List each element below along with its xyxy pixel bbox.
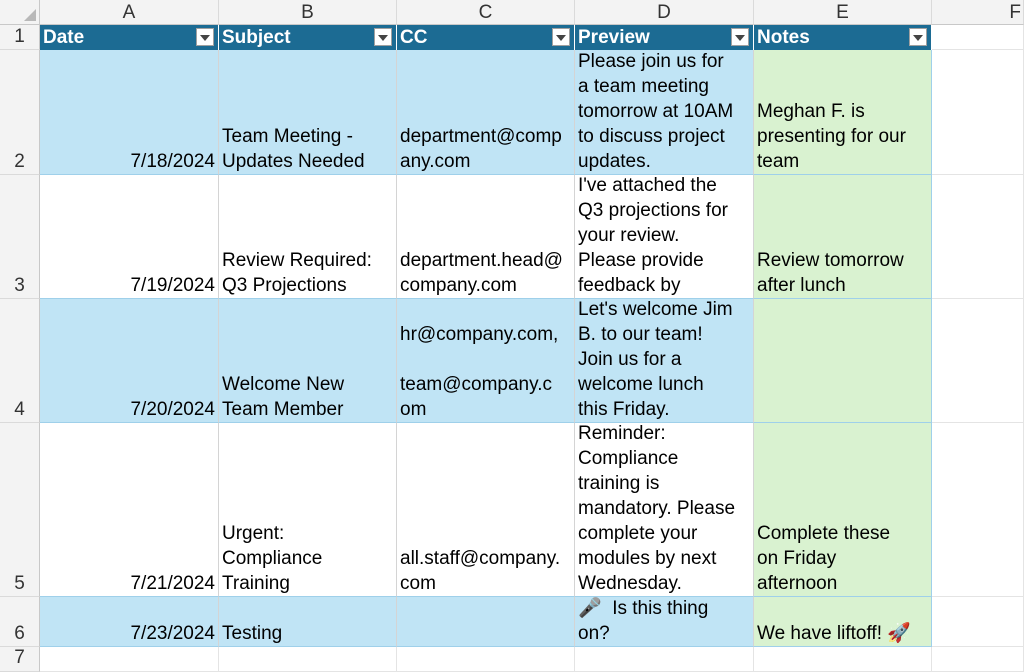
- column-header-a[interactable]: A: [40, 0, 219, 25]
- cell-c7[interactable]: [397, 647, 575, 672]
- row-header-2[interactable]: 2: [0, 50, 40, 175]
- cell-subject[interactable]: Urgent: Compliance Training: [219, 423, 397, 597]
- cell-text: Welcome New Team Member: [222, 374, 345, 420]
- cell-f7[interactable]: [932, 647, 1024, 672]
- row-header-6[interactable]: 6: [0, 597, 40, 647]
- cell-text: Testing: [222, 623, 283, 644]
- cell-text: Team Meeting - Updates Needed: [222, 126, 365, 172]
- header-subject-label: Subject: [222, 27, 291, 48]
- row-header-7[interactable]: 7: [0, 647, 40, 672]
- cell-notes[interactable]: [754, 299, 932, 423]
- cell-text: Urgent: Compliance Training: [222, 523, 323, 594]
- cell-text: all.staff@company. com: [400, 548, 561, 594]
- cell-text: Let's welcome Jim B. to our team! Join u…: [578, 299, 733, 420]
- cell-text: department@comp any.com: [400, 126, 562, 172]
- column-header-d[interactable]: D: [575, 0, 754, 25]
- header-cc[interactable]: CC: [397, 25, 575, 50]
- select-all-corner[interactable]: [0, 0, 40, 25]
- preview-filter-dropdown-icon[interactable]: [731, 28, 749, 46]
- cell-cc[interactable]: department@comp any.com: [397, 50, 575, 175]
- cell-text: I've attached the Q3 projections for you…: [578, 175, 728, 296]
- cell-f5[interactable]: [932, 423, 1024, 597]
- cell-date[interactable]: 7/23/2024: [40, 597, 219, 647]
- column-header-b[interactable]: B: [219, 0, 397, 25]
- cell-text: 🎤 Is this thing on?: [578, 598, 709, 644]
- header-preview-label: Preview: [578, 27, 650, 48]
- cell-date[interactable]: 7/19/2024: [40, 175, 219, 299]
- cell-text: 7/18/2024: [130, 151, 215, 172]
- cell-cc[interactable]: all.staff@company. com: [397, 423, 575, 597]
- cell-text: Please join us for a team meeting tomorr…: [578, 51, 734, 172]
- row-header-5[interactable]: 5: [0, 423, 40, 597]
- column-header-c[interactable]: C: [397, 0, 575, 25]
- cell-text: department.head@ company.com: [400, 250, 563, 296]
- cell-text: Complete these on Friday afternoon: [757, 523, 891, 594]
- header-date[interactable]: Date: [40, 25, 219, 50]
- cell-a7[interactable]: [40, 647, 219, 672]
- cell-text: Review tomorrow after lunch: [757, 250, 904, 296]
- cell-date[interactable]: 7/18/2024: [40, 50, 219, 175]
- cell-preview[interactable]: Please join us for a team meeting tomorr…: [575, 50, 754, 175]
- cell-preview[interactable]: 🎤 Is this thing on?: [575, 597, 754, 647]
- cell-subject[interactable]: Team Meeting - Updates Needed: [219, 50, 397, 175]
- cell-text: 7/20/2024: [130, 399, 215, 420]
- date-filter-dropdown-icon[interactable]: [196, 28, 214, 46]
- cell-d7[interactable]: [575, 647, 754, 672]
- cell-text: 7/23/2024: [130, 623, 215, 644]
- cell-f2[interactable]: [932, 50, 1024, 175]
- cell-e7[interactable]: [754, 647, 932, 672]
- row-header-3[interactable]: 3: [0, 175, 40, 299]
- cell-text: Meghan F. is presenting for our team: [757, 101, 906, 172]
- cell-f4[interactable]: [932, 299, 1024, 423]
- cell-date[interactable]: 7/21/2024: [40, 423, 219, 597]
- header-preview[interactable]: Preview: [575, 25, 754, 50]
- cell-text: We have liftoff! 🚀: [757, 623, 911, 644]
- cell-notes[interactable]: Meghan F. is presenting for our team: [754, 50, 932, 175]
- cell-preview[interactable]: Reminder: Compliance training is mandato…: [575, 423, 754, 597]
- column-header-e[interactable]: E: [754, 0, 932, 25]
- cell-subject[interactable]: Testing: [219, 597, 397, 647]
- cell-f3[interactable]: [932, 175, 1024, 299]
- cell-preview[interactable]: Let's welcome Jim B. to our team! Join u…: [575, 299, 754, 423]
- cell-cc[interactable]: [397, 597, 575, 647]
- select-all-triangle-icon: [24, 9, 36, 21]
- cell-preview[interactable]: I've attached the Q3 projections for you…: [575, 175, 754, 299]
- cell-text: 7/21/2024: [130, 573, 215, 594]
- cell-cc[interactable]: department.head@ company.com: [397, 175, 575, 299]
- cell-text: Reminder: Compliance training is mandato…: [578, 423, 736, 594]
- cell-notes[interactable]: We have liftoff! 🚀: [754, 597, 932, 647]
- cell-cc[interactable]: hr@company.com, team@company.c om: [397, 299, 575, 423]
- row-header-4[interactable]: 4: [0, 299, 40, 423]
- header-date-label: Date: [43, 27, 85, 48]
- cell-text: Review Required: Q3 Projections: [222, 250, 372, 296]
- cc-filter-dropdown-icon[interactable]: [552, 28, 570, 46]
- header-subject[interactable]: Subject: [219, 25, 397, 50]
- cell-date[interactable]: 7/20/2024: [40, 299, 219, 423]
- subject-filter-dropdown-icon[interactable]: [374, 28, 392, 46]
- cell-notes[interactable]: Complete these on Friday afternoon: [754, 423, 932, 597]
- cell-text: 7/19/2024: [130, 275, 215, 296]
- cell-b7[interactable]: [219, 647, 397, 672]
- cell-text: hr@company.com, team@company.c om: [400, 324, 559, 420]
- column-header-f[interactable]: F: [932, 0, 1024, 25]
- header-cc-label: CC: [400, 27, 428, 48]
- cell-f6[interactable]: [932, 597, 1024, 647]
- cell-notes[interactable]: Review tomorrow after lunch: [754, 175, 932, 299]
- header-notes-label: Notes: [757, 27, 810, 48]
- notes-filter-dropdown-icon[interactable]: [909, 28, 927, 46]
- cell-f1[interactable]: [932, 25, 1024, 50]
- cell-subject[interactable]: Welcome New Team Member: [219, 299, 397, 423]
- header-notes[interactable]: Notes: [754, 25, 932, 50]
- cell-subject[interactable]: Review Required: Q3 Projections: [219, 175, 397, 299]
- row-header-1[interactable]: 1: [0, 25, 40, 50]
